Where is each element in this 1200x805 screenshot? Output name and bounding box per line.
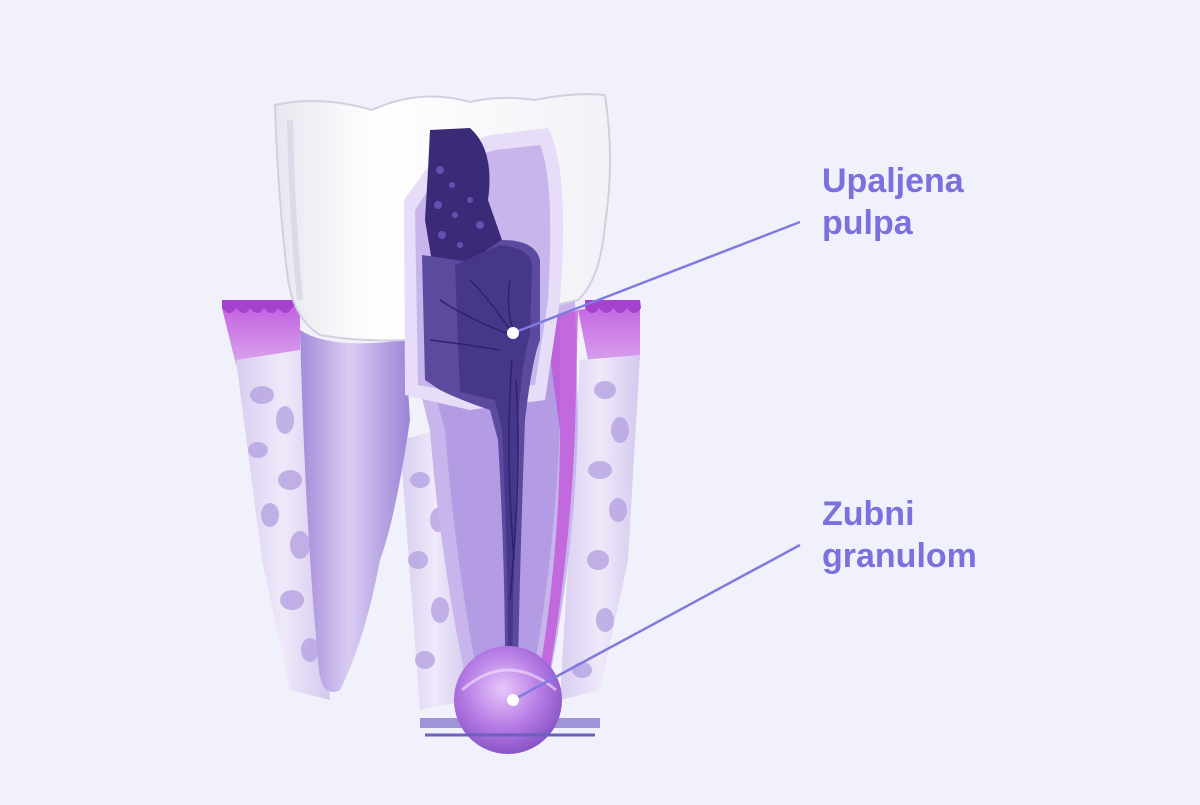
left-root	[300, 330, 410, 692]
granuloma-marker	[507, 694, 519, 706]
granuloma-label-line-2: granulom	[822, 537, 977, 575]
granuloma-label-line-1: Zubni	[822, 495, 915, 533]
granuloma-leader-line	[512, 543, 801, 702]
pulp-label: Upaljena pulpa	[822, 160, 964, 244]
pulp-label-line-1: Upaljena	[822, 162, 964, 200]
granuloma-label: Zubni granulom	[822, 493, 977, 577]
pulp-leader-line	[512, 220, 801, 335]
gum-tissue	[222, 300, 641, 370]
alveolar-bone	[236, 350, 640, 710]
pulp	[422, 240, 540, 665]
decay-cavity	[425, 128, 502, 268]
pulp-marker	[507, 327, 519, 339]
pulp-label-line-2: pulpa	[822, 204, 913, 242]
